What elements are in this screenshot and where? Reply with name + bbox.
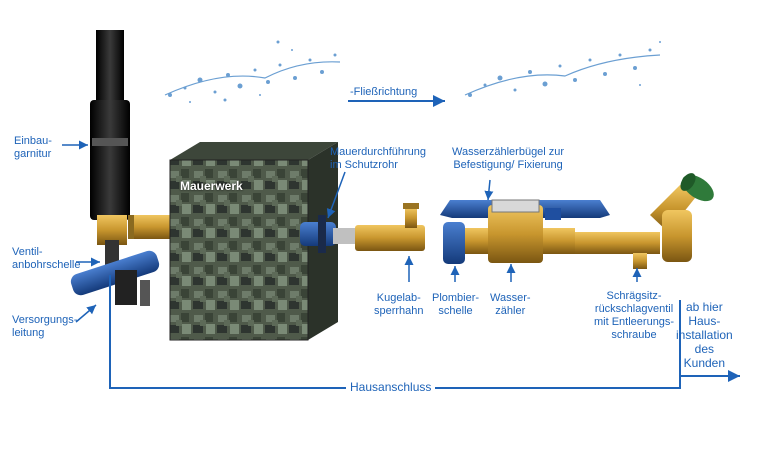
label-schraegsitz: Schrägsitz- rückschlagventil mit Entleer… [594, 290, 675, 341]
brass-elbow [128, 215, 176, 239]
label-plombierschelle: Plombier- schelle [432, 292, 480, 317]
versorgungsleitung-pipe [70, 250, 160, 306]
wasserzaehler-meter [465, 199, 575, 263]
label-ventilanbohrschelle: Ventil- anbohrschelle [12, 246, 81, 271]
label-fliessrichtung: -Fließrichtung [350, 86, 418, 98]
water-splash-left [164, 40, 341, 103]
kugelabsperrhahn-valve [355, 225, 425, 251]
label-wasserzaehlerbuegel: Wasserzählerbügel zur Befestigung/ Fixie… [452, 146, 565, 171]
water-splash-right [464, 41, 661, 97]
plombierschelle-seal [443, 222, 465, 264]
label-hausanschluss: Hausanschluss [346, 380, 436, 394]
label-kugelabsperrhahn: Kugelab- sperrhahn [374, 292, 424, 317]
label-versorgungsleitung: Versorgungs- leitung [12, 314, 78, 339]
label-wasserzaehler: Wasser- zähler [490, 292, 531, 317]
label-einbaugarnitur: Einbau- garnitur [14, 135, 52, 160]
label-hausinstallation: ab hier Haus- installation des Kunden [676, 300, 733, 370]
schraegsitz-rueckschlagventil [575, 173, 714, 269]
label-mauerwerk: Mauerwerk [180, 179, 243, 193]
mauerwerk-wall [169, 142, 338, 341]
pointer-arrows [62, 140, 642, 323]
einbaugarnitur-device [90, 30, 130, 265]
label-mauerdurchfuehrung: Mauerdurchführung im Schutzrohr [330, 146, 427, 171]
